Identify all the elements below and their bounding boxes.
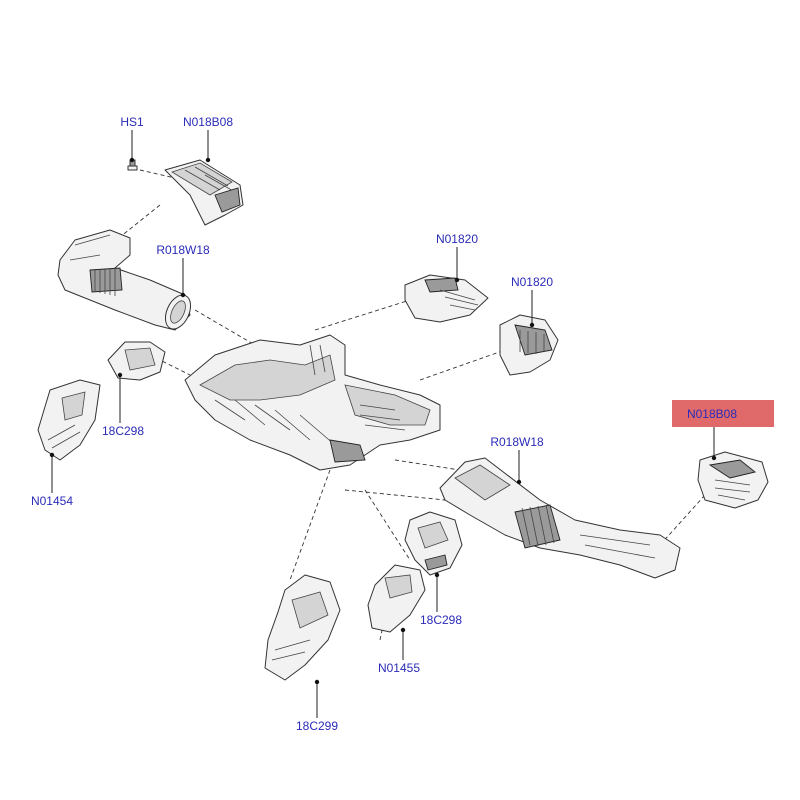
highlight-box bbox=[672, 400, 774, 427]
part-labels: HS1 N018B08 R018W18 N01820 N01820 18C298… bbox=[31, 115, 737, 733]
label-n018b08-highlighted: N018B08 bbox=[687, 407, 737, 421]
label-hs1: HS1 bbox=[120, 115, 144, 129]
label-18c299: 18C299 bbox=[296, 719, 338, 733]
duct-n01455 bbox=[367, 564, 426, 633]
center-manifold bbox=[184, 334, 441, 471]
label-r018w18-right: R018W18 bbox=[490, 435, 544, 449]
label-n01454: N01454 bbox=[31, 494, 73, 508]
duct-r018w18-left bbox=[57, 229, 192, 331]
duct-18c299 bbox=[264, 574, 341, 681]
label-n01455: N01455 bbox=[378, 661, 420, 675]
duct-r018w18-right bbox=[439, 457, 681, 579]
label-18c298-left: 18C298 bbox=[102, 424, 144, 438]
vent-n01820-right bbox=[499, 314, 559, 376]
leader-dots bbox=[49, 157, 717, 685]
duct-18c298-right bbox=[404, 511, 463, 576]
label-r018w18-left: R018W18 bbox=[156, 243, 210, 257]
label-18c298-right: 18C298 bbox=[420, 613, 462, 627]
leader-lines bbox=[51, 130, 715, 718]
vent-n018b08-right bbox=[697, 451, 769, 509]
vent-n018b08-top bbox=[164, 159, 244, 226]
vent-n01820-top bbox=[404, 274, 489, 323]
duct-18c298-left bbox=[107, 341, 166, 381]
label-n018b08-top: N018B08 bbox=[183, 115, 233, 129]
label-n01820-top: N01820 bbox=[436, 232, 478, 246]
panel-n01454 bbox=[37, 379, 101, 461]
label-n01820-right: N01820 bbox=[511, 275, 553, 289]
